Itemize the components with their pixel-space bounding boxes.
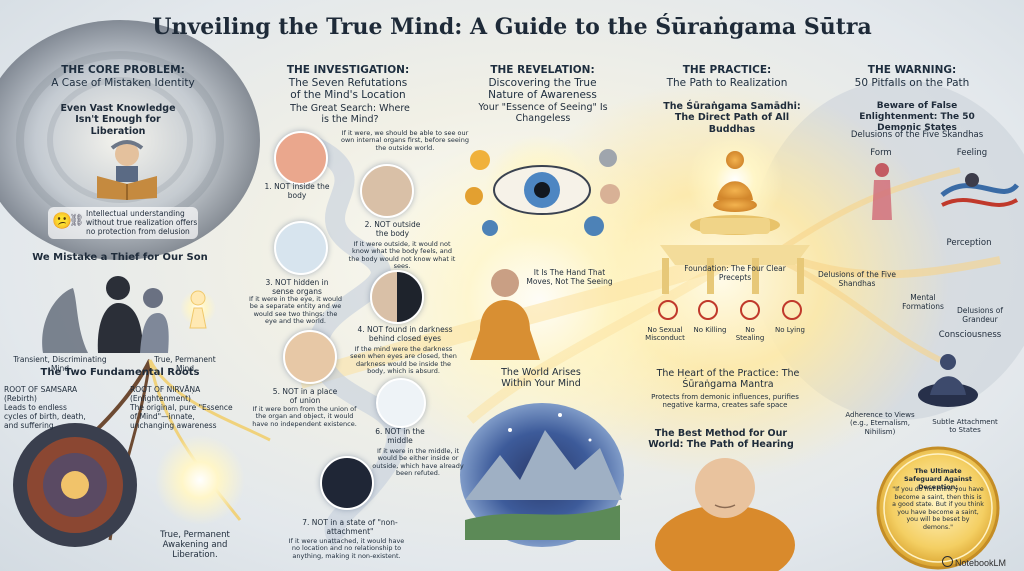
eye-icon	[274, 221, 328, 275]
precept-icons-row	[648, 300, 818, 320]
practice-heading-line1: THE PRACTICE:	[682, 64, 772, 76]
refutation-6-note: If it were in the middle, it would be ei…	[372, 447, 464, 478]
knowledge-note-box: 😕 ⛓ Intellectual understanding without t…	[48, 207, 198, 239]
notebooklm-logo-icon	[942, 556, 953, 567]
investigation-heading: THE INVESTIGATION: The Seven Refutations…	[283, 64, 413, 102]
grandeur-label: Delusions of Grandeur	[956, 306, 1004, 324]
refutation-5-note: If it were born from the union of the or…	[252, 405, 357, 428]
no-lying-icon	[782, 300, 802, 320]
practice-heading-line2: The Path to Realization	[666, 76, 788, 89]
no-stealing-icon	[740, 300, 760, 320]
precept-3: No Stealing	[735, 326, 765, 343]
heart-text: Protects from demonic influences, purifi…	[651, 393, 799, 410]
warning-heading-line2: 50 Pitfalls on the Path	[854, 76, 970, 89]
core-heading-line2: A Case of Mistaken Identity	[51, 76, 195, 89]
refutation-2: 2. NOT outside the body	[364, 220, 421, 238]
great-search-title: The Great Search: Where is the Mind?	[290, 103, 410, 126]
branch-label: Delusions of the Five Shandhas	[817, 270, 897, 288]
investigation-heading-line1: THE INVESTIGATION:	[286, 64, 410, 76]
precept-1: No Sexual Misconduct	[645, 326, 685, 343]
seal-quote: "If you do not think you have become a s…	[892, 486, 984, 531]
refutation-6: 6. NOT in the middle	[375, 427, 425, 445]
awakening-label: True, Permanent Awakening and Liberation…	[160, 530, 230, 561]
page-title: Unveiling the True Mind: A Guide to the …	[152, 14, 872, 40]
skandha-feeling: Feeling	[956, 148, 988, 158]
nirvana-title: ROOT OF NIRVĀṆA (Enlightenment)	[130, 385, 201, 403]
floating-figure-icon	[320, 456, 374, 510]
precept-2: No Killing	[693, 326, 727, 334]
method-title: The Best Method for Our World: The Path …	[648, 428, 794, 451]
samsara-title: ROOT OF SAMSARA (Rebirth)	[4, 385, 78, 403]
core-heading: THE CORE PROBLEM: A Case of Mistaken Ide…	[38, 64, 208, 89]
refutation-4: 4. NOT found in darkness behind closed e…	[357, 325, 453, 343]
samadhi-title: The Śūraṅgama Samādhi: The Direct Path o…	[663, 101, 801, 135]
true-mind-label: True, Permanent Mind	[154, 355, 216, 373]
confused-face-icon: 😕	[52, 213, 72, 230]
middle-dots-icon	[376, 378, 426, 428]
refutation-5: 5. NOT in a place of union	[272, 387, 338, 405]
notebooklm-label: NotebookLM	[955, 558, 1007, 568]
revelation-heading: THE REVELATION: Discovering the True Nat…	[470, 64, 615, 102]
chain-icon: ⛓	[69, 213, 85, 227]
hands-icon	[283, 330, 337, 384]
nirvana-root: ROOT OF NIRVĀṆA (Enlightenment) The orig…	[130, 385, 240, 430]
no-killing-icon	[698, 300, 718, 320]
roots-title: The Two Fundamental Roots	[40, 367, 200, 378]
refutation-3-note: If it were in the eye, it would be a sep…	[248, 295, 343, 326]
investigation-heading-line2: The Seven Refutations of the Mind's Loca…	[288, 76, 408, 102]
thief-son-illustration	[42, 276, 216, 353]
views-label: Adherence to Views (e.g., Eternalism, Ni…	[845, 411, 915, 436]
book-reader-illustration	[97, 140, 157, 200]
warning-heading-line1: THE WARNING:	[867, 64, 957, 76]
skandhas-title: Delusions of the Five Skandhas	[850, 130, 984, 140]
transient-mind-label: Transient, Discriminating Mind	[13, 355, 107, 373]
seal-title: The Ultimate Safeguard Against Deception…	[904, 467, 972, 491]
notebooklm-badge: NotebookLM	[942, 556, 1006, 568]
refutation-7-note: If it were unattached, it would have no …	[288, 537, 405, 560]
essence-of-seeing-illustration	[465, 149, 620, 236]
core-heading-line1: THE CORE PROBLEM:	[61, 64, 185, 76]
revelation-heading-line1: THE REVELATION:	[490, 64, 595, 76]
warning-heading: THE WARNING: 50 Pitfalls on the Path	[852, 64, 972, 89]
refutation-4-note: If the mind were the darkness seen when …	[350, 345, 457, 376]
revelation-heading-line2: Discovering the True Nature of Awareness	[488, 76, 597, 102]
skandha-form: Form	[870, 148, 892, 158]
beware-title: Beware of False Enlightenment: The 50 De…	[859, 101, 975, 133]
precept-4: No Lying	[775, 326, 805, 334]
knowledge-title: Even Vast Knowledge Isn't Enough for Lib…	[60, 103, 176, 137]
nirvana-text: The original, pure "Essence of Mind"—inn…	[130, 403, 233, 430]
skandha-consciousness: Consciousness	[938, 330, 1002, 340]
seeing-title: Your "Essence of Seeing" Is Changeless	[478, 102, 608, 125]
refutation-1: 1. NOT inside the body	[264, 182, 330, 200]
body-organs-icon	[274, 131, 328, 185]
body-outside-icon	[360, 164, 414, 218]
foundation-title: Foundation: The Four Clear Precepts	[684, 264, 786, 282]
world-title: The World Arises Within Your Mind	[501, 367, 581, 390]
knowledge-note: Intellectual understanding without true …	[86, 209, 198, 236]
no-sexual-misconduct-icon	[658, 300, 678, 320]
skandha-mental-formations: Mental Formations	[902, 293, 944, 311]
hand-text: It Is The Hand That Moves, Not The Seein…	[526, 268, 613, 286]
samsara-root: ROOT OF SAMSARA (Rebirth) Leads to endle…	[4, 385, 88, 430]
refutation-2-note: If it were outside, it would not know wh…	[348, 240, 456, 271]
refutation-7: 7. NOT in a state of "non-attachment"	[302, 518, 398, 536]
skandha-figures	[872, 163, 1019, 220]
practice-heading: THE PRACTICE: The Path to Realization	[662, 64, 792, 89]
refutation-3: 3. NOT hidden in sense organs	[265, 278, 329, 296]
intro-note: If it were, we should be able to see our…	[341, 129, 469, 152]
skandha-perception: Perception	[946, 238, 992, 248]
heart-title: The Heart of the Practice: The Śūraṅgama…	[656, 368, 800, 391]
samsara-text: Leads to endless cycles of birth, death,…	[4, 403, 86, 430]
subtle-label: Subtle Attachment to States	[932, 418, 998, 435]
thief-title: We Mistake a Thief for Our Son	[32, 252, 208, 263]
closed-eye-icon	[370, 270, 424, 324]
